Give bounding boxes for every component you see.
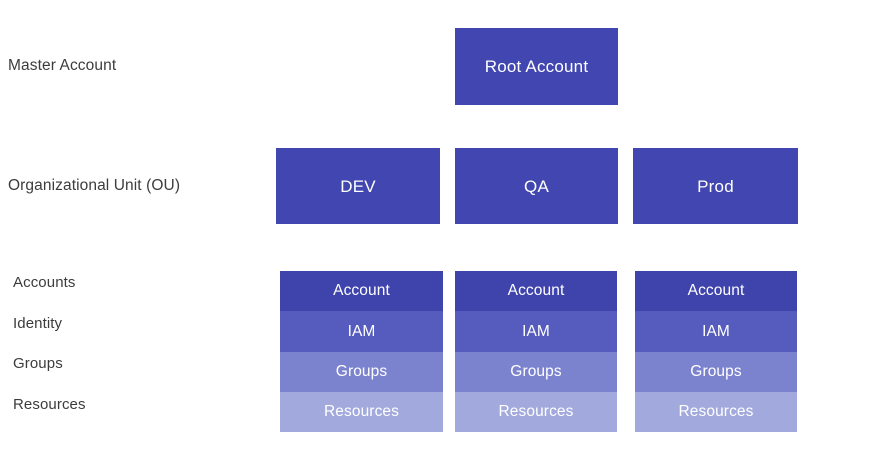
node-root-account: Root Account: [455, 28, 618, 105]
stack-cell-dev-account: Account: [280, 271, 443, 312]
stack-cell-qa-iam: IAM: [455, 311, 617, 352]
detail-label-groups: Groups: [13, 355, 63, 372]
stack-cell-qa-groups: Groups: [455, 351, 617, 392]
tier-label-organizational-unit: Organizational Unit (OU): [8, 177, 181, 194]
stack-cell-dev-iam: IAM: [280, 311, 443, 352]
stack-cell-qa-resources: Resources: [455, 391, 617, 432]
detail-label-identity: Identity: [13, 315, 63, 332]
node-ou-prod: Prod: [633, 148, 798, 224]
stack-cell-prod-resources: Resources: [635, 391, 797, 432]
stack-cell-dev-resources: Resources: [280, 391, 443, 432]
detail-label-resources: Resources: [13, 396, 86, 413]
detail-label-accounts: Accounts: [13, 274, 76, 291]
stack-cell-prod-account: Account: [635, 271, 797, 312]
stack-cell-prod-iam: IAM: [635, 311, 797, 352]
stack-cell-dev-groups: Groups: [280, 351, 443, 392]
tier-label-master-account: Master Account: [8, 57, 117, 74]
node-ou-qa: QA: [455, 148, 618, 224]
node-ou-dev: DEV: [276, 148, 440, 224]
stack-cell-qa-account: Account: [455, 271, 617, 312]
stack-cell-prod-groups: Groups: [635, 351, 797, 392]
